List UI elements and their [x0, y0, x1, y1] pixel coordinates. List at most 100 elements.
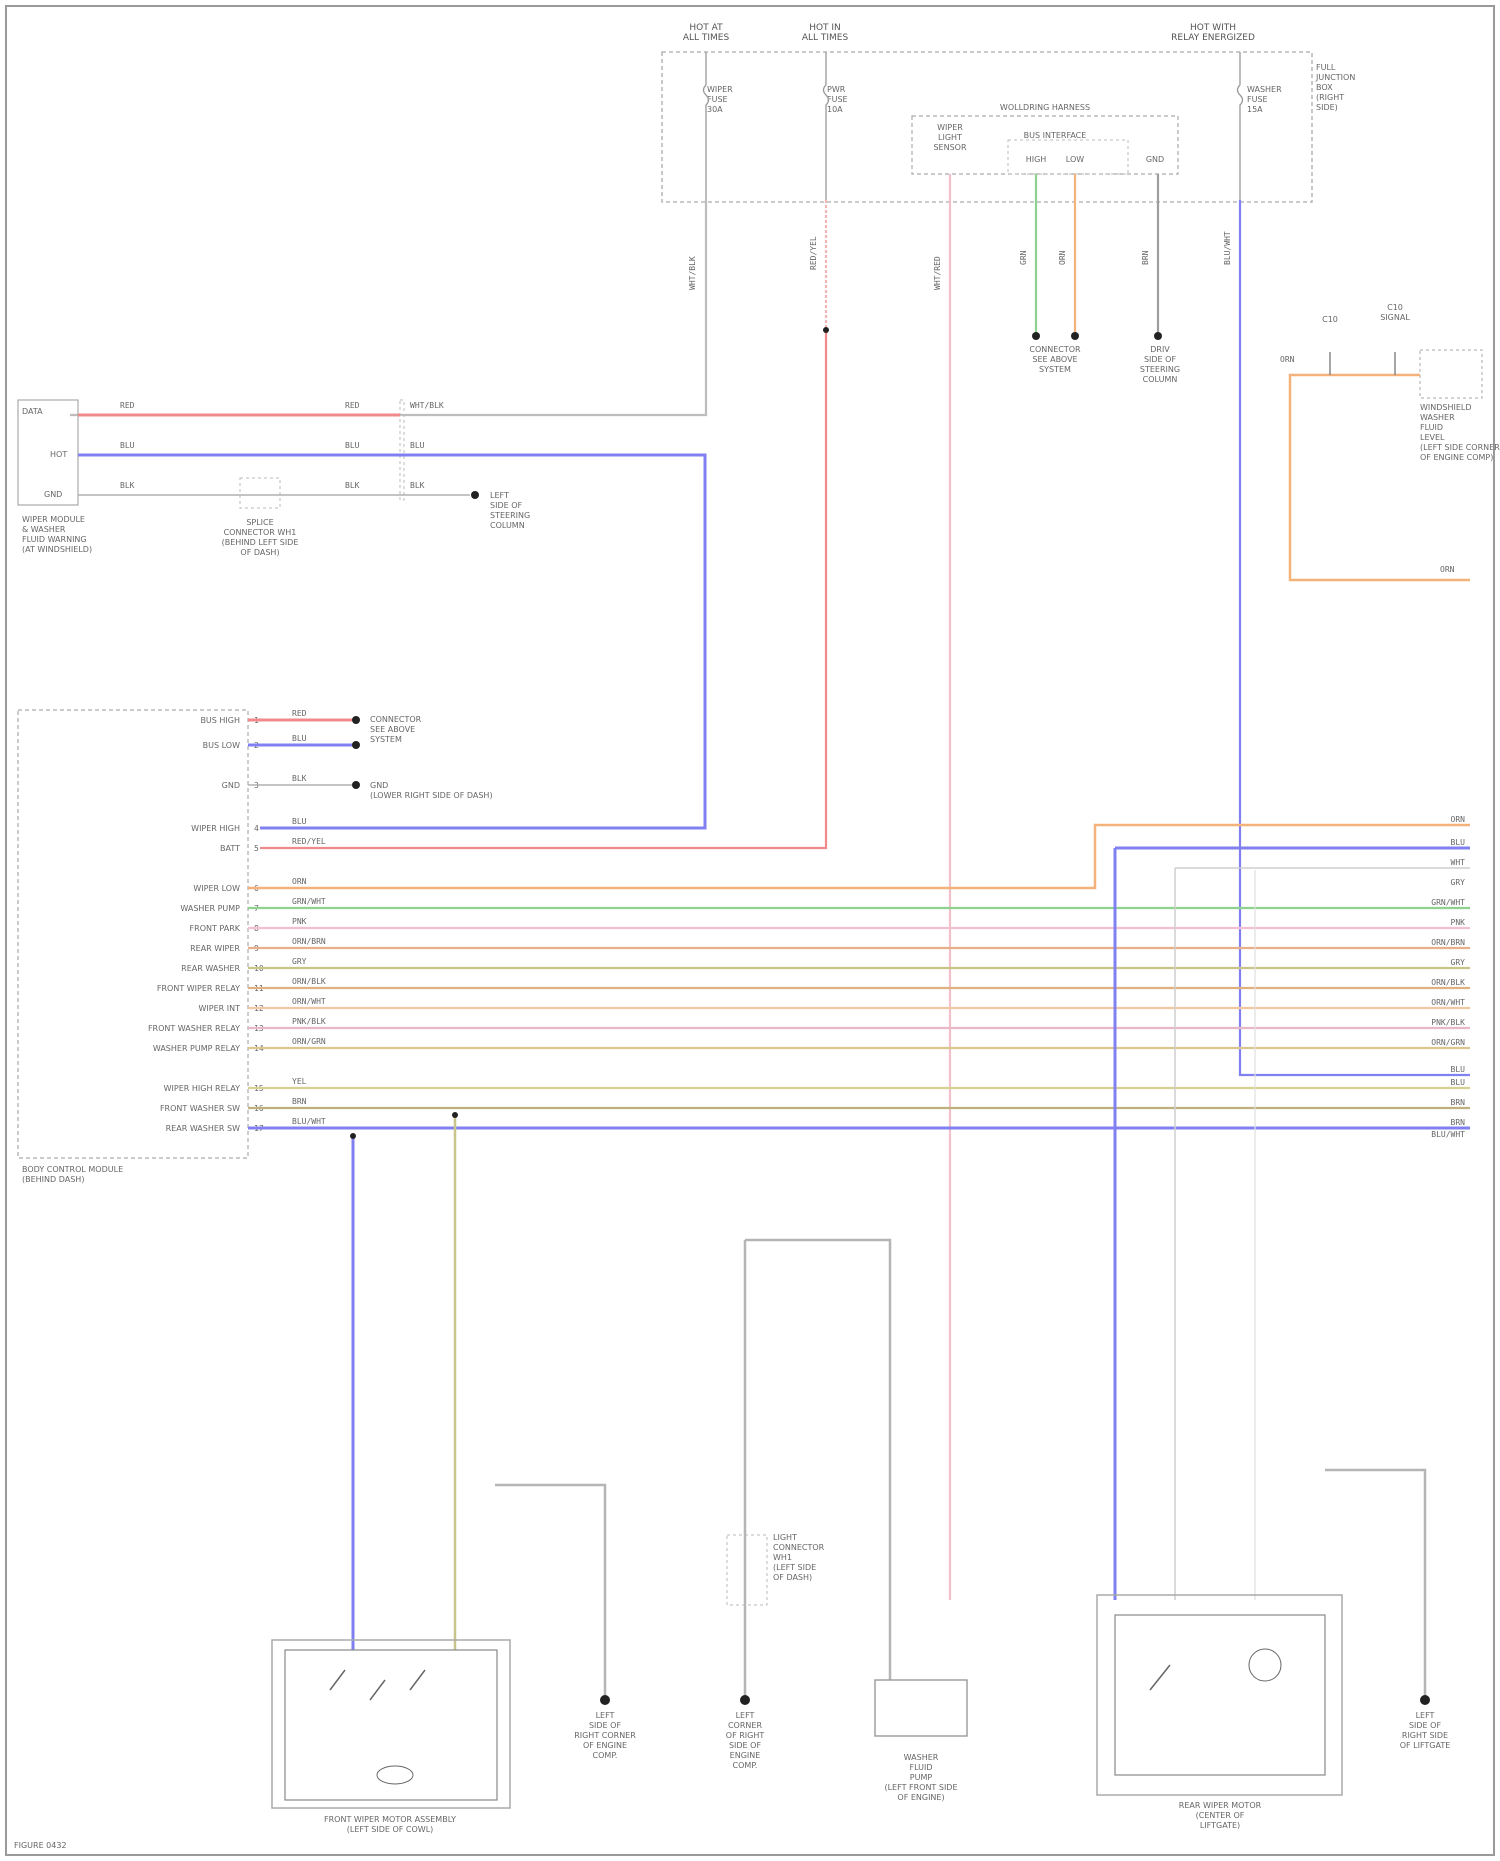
module-pin-label: REAR WIPER: [190, 944, 240, 953]
module-pin-label: WASHER PUMP RELAY: [153, 1044, 240, 1053]
right-upper-box: [1420, 350, 1482, 398]
module-pin-wire: PNK: [292, 917, 307, 926]
bus-right-label: BLU/WHT: [1431, 1130, 1465, 1139]
splice-box: [240, 478, 280, 508]
left-pin-data: DATA: [22, 407, 43, 416]
left-wire-red-2: RED: [345, 401, 360, 410]
fuse-symbols: [704, 52, 1243, 200]
svg-text:RED/YEL: RED/YEL: [809, 236, 818, 270]
mid-splice-label: LIGHTCONNECTORWH1(LEFT SIDEOF DASH): [773, 1533, 825, 1582]
bottom-verticals: [353, 1115, 1425, 1700]
bus-right-label: PNK/BLK: [1431, 1018, 1465, 1027]
module-ground-dots: [352, 716, 360, 789]
module-pin-wire: ORN/BRN: [292, 937, 326, 946]
module-pin-label: WASHER PUMP: [180, 904, 240, 913]
wiring-harness-label: WOLLDRING HARNESS: [1000, 103, 1090, 112]
bus-title-label: BUS INTERFACE: [1024, 131, 1087, 140]
module-pin-label: FRONT WIPER RELAY: [157, 984, 240, 993]
module-pin-wire: ORN/GRN: [292, 1037, 326, 1046]
bus-lines: [248, 908, 1470, 1128]
rear-switch: [1150, 1665, 1170, 1690]
left-wire-blk-3: BLK: [410, 481, 425, 490]
hot-ign-label: HOT WITHRELAY ENERGIZED: [1171, 23, 1255, 43]
bus-right-label: ORN/BRN: [1431, 938, 1465, 947]
bus-right-label: ORN/BLK: [1431, 978, 1465, 987]
module-pin-wire: BLK: [292, 774, 307, 783]
bus-right-label: GRN/WHT: [1431, 898, 1465, 907]
module-pin-wire: BLU: [292, 817, 307, 826]
svg-text:BRN: BRN: [1141, 250, 1150, 265]
right-upper-wire: ORN: [1280, 355, 1295, 364]
motor-switch: [330, 1670, 425, 1700]
diagram-code: FIGURE 0432: [14, 1841, 67, 1850]
module-pin-label: WIPER LOW: [193, 884, 240, 893]
module-pin-label: FRONT WASHER RELAY: [148, 1024, 240, 1033]
module-pin-label: BUS LOW: [203, 741, 240, 750]
left-pin-gnd: GND: [44, 490, 62, 499]
module-pin-wire: RED: [292, 709, 307, 718]
left-splice-label: SPLICECONNECTOR WH1(BEHIND LEFT SIDEOF D…: [222, 518, 299, 557]
module-pin-wire: GRN/WHT: [292, 897, 326, 906]
left-wires: [78, 415, 705, 828]
left-wire-red-1: RED: [120, 401, 135, 410]
module-gnd-desc: GND(LOWER RIGHT SIDE OF DASH): [370, 781, 493, 800]
module-pin-wire: BLU: [292, 734, 307, 743]
bus-low-label: LOW: [1066, 155, 1084, 164]
bus-right-label: GRY: [1451, 878, 1466, 887]
bus-right-label: BLU: [1451, 1065, 1466, 1074]
svg-text:WHT/RED: WHT/RED: [933, 256, 942, 290]
module-pin-label: WIPER HIGH RELAY: [164, 1084, 240, 1093]
module-pin-wire: YEL: [292, 1077, 307, 1086]
left-wire-blu-3: BLU: [410, 441, 425, 450]
motor-symbol: [377, 1766, 413, 1784]
bus-right-label: PNK: [1451, 918, 1466, 927]
module-pin-wire: ORN/BLK: [292, 977, 326, 986]
module-pin-label: BUS HIGH: [200, 716, 240, 725]
bus-right-labels: ORNBLUWHTGRYGRN/WHTPNKORN/BRNGRYORN/BLKO…: [1431, 815, 1465, 1139]
mid-splice-box: [727, 1535, 767, 1605]
module-pin-label: REAR WASHER: [181, 964, 240, 973]
bus-right-label: ORN/GRN: [1431, 1038, 1465, 1047]
rear-motor-label: REAR WIPER MOTOR(CENTER OFLIFTGATE): [1179, 1801, 1262, 1830]
bus-right-label: WHT: [1451, 858, 1466, 867]
svg-text:WHT/BLK: WHT/BLK: [688, 256, 697, 290]
bus-right-label: ORN/WHT: [1431, 998, 1465, 1007]
rear-motor-box: [1097, 1595, 1342, 1795]
module-pin-wire: GRY: [292, 957, 307, 966]
left-ground-dot: [471, 491, 479, 499]
rear-motor-inner: [1115, 1615, 1325, 1775]
fuse-junction-box: [662, 52, 1312, 202]
right-upper-out: ORN: [1440, 565, 1455, 574]
module-pin-wire: RED/YEL: [292, 837, 326, 846]
module-title: BODY CONTROL MODULE(BEHIND DASH): [22, 1165, 123, 1184]
module-pin-wire: BLU/WHT: [292, 1117, 326, 1126]
module-pin-number: 4: [254, 824, 259, 833]
bottom-ground-1: LEFTSIDE OFRIGHT CORNEROF ENGINECOMP.: [574, 1711, 636, 1760]
bus-right-label: BRN: [1451, 1098, 1466, 1107]
bus-high-label: HIGH: [1026, 155, 1047, 164]
bus-right-label: BRN: [1451, 1118, 1466, 1127]
orange-jog: [248, 825, 1470, 888]
module-pin-label: FRONT WASHER SW: [160, 1104, 240, 1113]
module-pin-label: WIPER HIGH: [191, 824, 240, 833]
pump-box: [875, 1680, 967, 1736]
module-pin-label: REAR WASHER SW: [166, 1124, 240, 1133]
junction-label: FULLJUNCTIONBOX(RIGHTSIDE): [1315, 63, 1355, 112]
module-pin-label: WIPER INT: [199, 1004, 241, 1013]
left-wire-blk-1: BLK: [120, 481, 135, 490]
rear-motor-symbol: [1249, 1649, 1281, 1681]
bus-right-label: BLU: [1451, 838, 1466, 847]
module-pin-label: GND: [222, 781, 240, 790]
bus-right-label: GRY: [1451, 958, 1466, 967]
module-pin-wire: BRN: [292, 1097, 307, 1106]
top-wire-labels: WHT/BLK RED/YEL WHT/RED GRN ORN BRN BLU/…: [688, 231, 1232, 290]
